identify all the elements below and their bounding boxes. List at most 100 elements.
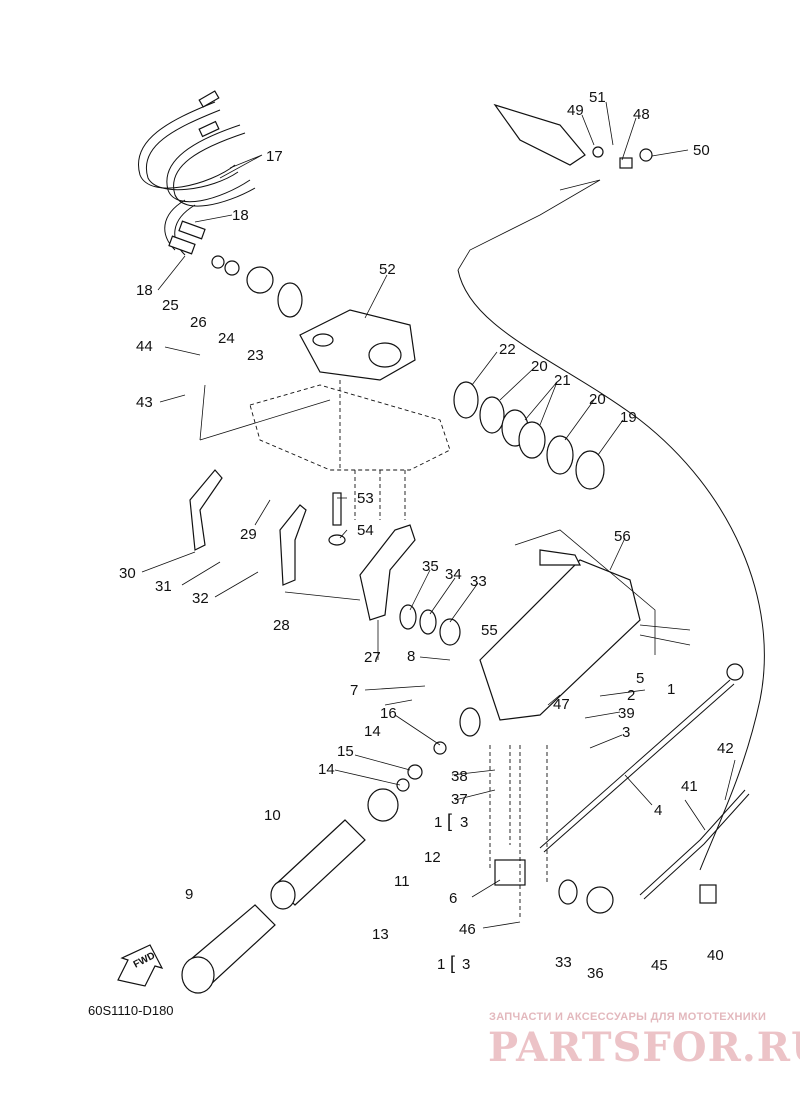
part-10-throttle-shaft [270, 819, 366, 910]
part-label-51: 51 [589, 89, 606, 106]
part-label-6: 6 [449, 890, 458, 907]
drawing-code: 60S1110-D180 [88, 1003, 174, 1018]
part-33-bushing-b [558, 879, 578, 905]
leader-lines [141, 101, 736, 929]
part-40-clip [699, 884, 717, 904]
fwd-arrow [117, 944, 164, 987]
part-label-30: 30 [119, 565, 136, 582]
part-label-3a: 3 [622, 724, 631, 741]
part-label-50: 50 [693, 142, 710, 159]
part-label-40: 40 [707, 947, 724, 964]
part-label-47: 47 [553, 696, 570, 713]
part-label-37: 37 [451, 791, 468, 808]
part-21-washer-b [518, 421, 546, 459]
part-4-cable-b [543, 683, 735, 853]
part-label-9: 9 [185, 886, 194, 903]
part-label-18b: 18 [136, 282, 153, 299]
part-label-1: 1 [667, 681, 676, 698]
part-label-20b: 20 [589, 391, 606, 408]
part-label-12: 12 [424, 849, 441, 866]
part-label-44: 44 [136, 338, 153, 355]
part-label-46: 46 [459, 921, 476, 938]
part-19-bushing [575, 450, 605, 490]
part-25-nut [211, 255, 225, 269]
part-label-15: 15 [337, 743, 354, 760]
part-label-52: 52 [379, 261, 396, 278]
part-24-plate [246, 266, 274, 294]
part-4-cable [539, 679, 731, 849]
part-label-7: 7 [350, 682, 359, 699]
cable-assembly-17 [138, 90, 256, 256]
steering-base-plate [199, 380, 451, 520]
part-label-33a: 33 [470, 573, 487, 590]
part-label-42: 42 [717, 740, 734, 757]
part-label-56: 56 [614, 528, 631, 545]
part-label-1-ref-a: 1 [434, 814, 443, 831]
watermark-logo: PARTSFOR.RU [488, 1024, 800, 1071]
part-label-38: 38 [451, 768, 468, 785]
part-56-steering-arm [479, 529, 691, 721]
bracket-ref-b: [ [450, 953, 456, 973]
part-35-washer [399, 604, 417, 630]
part-26-washer [224, 260, 240, 276]
part-label-13: 13 [372, 926, 389, 943]
part-label-33b: 33 [555, 954, 572, 971]
part-label-35: 35 [422, 558, 439, 575]
part-label-14a: 14 [364, 723, 381, 740]
part-label-28: 28 [273, 617, 290, 634]
part-30-lever [189, 469, 223, 551]
part-label-43: 43 [136, 394, 153, 411]
part-label-10: 10 [264, 807, 281, 824]
part-28-plate [279, 504, 307, 586]
part-label-36: 36 [587, 965, 604, 982]
part-22-washer [453, 381, 479, 419]
cable-42-loop [457, 269, 765, 871]
part-label-26: 26 [190, 314, 207, 331]
part-label-31: 31 [155, 578, 172, 595]
part-label-41: 41 [681, 778, 698, 795]
part-label-2: 2 [627, 687, 636, 704]
bracket-ref-a: [ [447, 811, 453, 831]
part-33-bushing [439, 618, 461, 646]
part-label-4: 4 [654, 802, 663, 819]
part-20-washer-b [546, 435, 574, 475]
part-52-bracket [299, 309, 416, 381]
part-label-16: 16 [380, 705, 397, 722]
part-label-29: 29 [240, 526, 257, 543]
part-36-clamp [586, 886, 614, 914]
part-label-45: 45 [651, 957, 668, 974]
part-label-11: 11 [394, 873, 410, 890]
part-label-20a: 20 [531, 358, 548, 375]
part-20-washer-a [479, 396, 505, 434]
part-23-seal [277, 282, 303, 318]
part-41-cable [639, 789, 746, 896]
part-label-21: 21 [554, 372, 571, 389]
part-label-27: 27 [364, 649, 381, 666]
guide-line-a [489, 745, 548, 920]
part-6-holder [494, 859, 526, 886]
part-11-collar [367, 788, 399, 822]
part-label-54: 54 [357, 522, 374, 539]
part-label-48: 48 [633, 106, 650, 123]
part-27-lever [359, 524, 416, 621]
part-label-24: 24 [218, 330, 235, 347]
part-label-32: 32 [192, 590, 209, 607]
part-9-grip [181, 904, 276, 994]
part-label-3b: 3 [460, 814, 469, 831]
part-14-washer [396, 778, 410, 792]
part-label-18a: 18 [232, 207, 249, 224]
part-label-22: 22 [499, 341, 516, 358]
part-label-25: 25 [162, 297, 179, 314]
part-label-19: 19 [620, 409, 637, 426]
part-label-34: 34 [445, 566, 462, 583]
part-label-39: 39 [618, 705, 635, 722]
part-15-spring [407, 764, 423, 780]
part-55-shaft-end [459, 707, 481, 737]
part-34-washer [419, 609, 437, 635]
part-53-stud [332, 492, 342, 526]
part-label-1-ref-b: 1 [437, 956, 446, 973]
part-label-5: 5 [636, 670, 645, 687]
part-label-53: 53 [357, 490, 374, 507]
part-54-nut [328, 534, 346, 546]
